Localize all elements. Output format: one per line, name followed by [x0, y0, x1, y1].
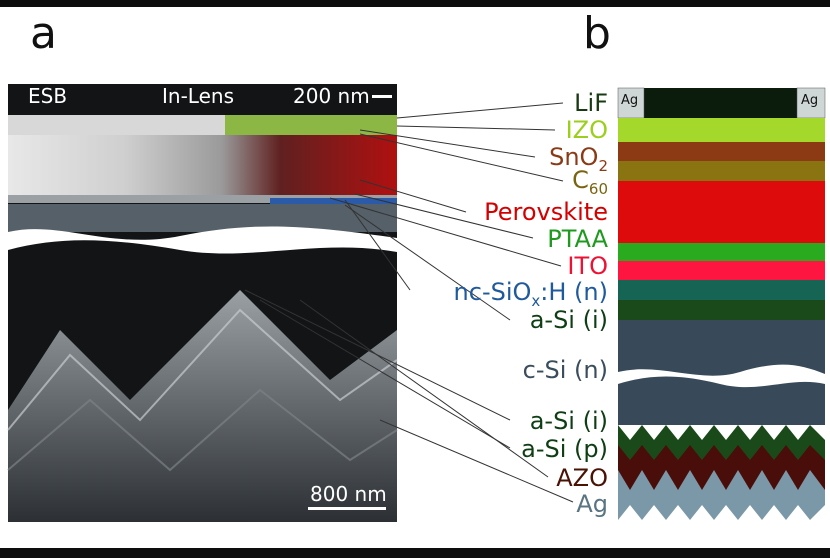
leader-ito — [329, 197, 562, 267]
layer-label-izo-text: IZO — [565, 116, 608, 144]
layer-label-asi-i-bottom: a-Si (i) — [530, 409, 608, 433]
sem-perovskite-band — [8, 135, 397, 195]
layer-label-ptaa: PTAA — [547, 227, 608, 251]
stack-sno2 — [618, 142, 825, 161]
leader-c60 — [359, 133, 564, 182]
sem-ito-band — [8, 195, 397, 203]
leader-ncsiox — [344, 199, 411, 291]
sem-scale-top-label: 200 nm — [293, 84, 370, 108]
layer-label-perovskite-text: Perovskite — [484, 198, 608, 226]
layer-label-c60: C60 — [572, 168, 608, 197]
layer-label-ncsiox-tail: :H (n) — [540, 278, 608, 306]
sem-silicon-band — [8, 204, 397, 232]
leader-asi-p — [259, 299, 511, 449]
layer-label-asi-i-top: a-Si (i) — [530, 308, 608, 332]
layer-label-asi-p-text: a-Si (p) — [521, 435, 608, 463]
leader-ag — [379, 419, 574, 503]
layer-label-ito-text: ITO — [567, 252, 608, 280]
layer-label-ptaa-text: PTAA — [547, 225, 608, 253]
layer-label-ag-text: Ag — [576, 490, 608, 518]
leader-perovskite — [359, 179, 467, 213]
top-border — [0, 0, 830, 7]
layer-label-sno2: SnO2 — [549, 145, 608, 174]
layer-label-sno2-text: SnO — [549, 143, 599, 171]
ag-contact-left-label: Ag — [621, 93, 639, 108]
layer-label-ito: ITO — [567, 254, 608, 278]
layer-label-ncsiox: nc-SiOx:H (n) — [454, 280, 608, 309]
stack-asi-i-top — [618, 300, 825, 320]
layer-label-sno2-sub: 2 — [598, 156, 608, 175]
layer-label-perovskite: Perovskite — [484, 200, 608, 224]
sem-pyramid-edge — [7, 308, 398, 431]
sem-pyramid-edge-lower — [7, 388, 398, 472]
scale-bar-bottom — [308, 507, 386, 510]
layer-stack — [617, 87, 826, 520]
leader-izo — [396, 125, 556, 131]
sem-break-wave — [8, 226, 397, 254]
leader-azo — [299, 299, 549, 478]
stack-ag-contact-right — [796, 87, 826, 119]
stack-ito — [618, 261, 825, 280]
leader-ptaa — [354, 193, 534, 239]
layer-label-c60-text: C — [572, 166, 589, 194]
leader-sno2 — [359, 129, 536, 158]
layer-label-ag: Ag — [576, 492, 608, 516]
leader-asi-top — [344, 204, 511, 321]
stack-ag-contact-left — [617, 87, 645, 119]
layer-label-c60-sub: 60 — [588, 179, 608, 198]
panel-b-label: b — [583, 8, 611, 59]
layer-label-asi-i-bottom-text: a-Si (i) — [529, 407, 608, 435]
sem-izo-overlay — [225, 115, 397, 135]
sem-detector-esb: ESB — [28, 84, 68, 108]
sem-scale-bottom-label: 800 nm — [310, 482, 387, 506]
stack-ptaa — [618, 243, 825, 261]
sem-pyramids — [8, 290, 397, 522]
panel-a-label: a — [30, 8, 57, 59]
stack-ag — [618, 470, 825, 520]
layer-label-ncsiox-text: nc-SiO — [453, 278, 532, 306]
sem-detector-inlens: In-Lens — [162, 84, 234, 108]
leader-lif — [396, 102, 564, 119]
leader-lines — [244, 102, 574, 503]
ag-contact-right-label: Ag — [801, 93, 819, 108]
stack-perovskite — [618, 181, 825, 243]
sem-image — [7, 84, 398, 522]
layer-label-asi-i-top-text: a-Si (i) — [529, 306, 608, 334]
layer-label-azo: AZO — [556, 466, 608, 490]
layer-label-ncsiox-sub: x — [531, 291, 541, 310]
layer-label-csi-text: c-Si (n) — [522, 356, 608, 384]
stack-ncsiox — [618, 280, 825, 300]
scale-bar-top — [372, 95, 392, 98]
layer-label-lif: LiF — [574, 91, 608, 115]
layer-label-izo: IZO — [566, 118, 608, 142]
stack-lif — [618, 88, 825, 118]
layer-label-asi-p: a-Si (p) — [521, 437, 608, 461]
stack-break-wave — [618, 364, 825, 388]
stack-c60 — [618, 161, 825, 181]
bottom-border — [0, 548, 830, 558]
layer-label-lif-text: LiF — [574, 89, 608, 117]
sem-ncsiox-overlay — [270, 198, 397, 204]
stack-izo — [618, 118, 825, 142]
layer-label-csi: c-Si (n) — [523, 358, 608, 382]
layer-label-azo-text: AZO — [556, 464, 608, 492]
